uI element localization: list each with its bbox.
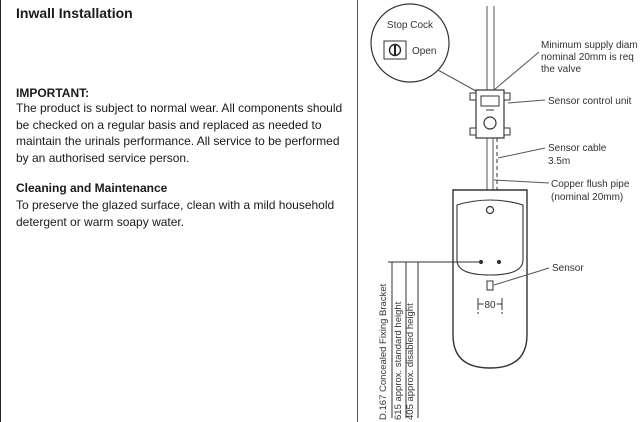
stop-cock-title: Stop Cock — [387, 20, 434, 31]
dimension-80-label: 80 — [484, 300, 496, 311]
copper-flush-pipe — [486, 138, 494, 192]
supply-callout-line1: Minimum supply diam — [541, 40, 638, 51]
important-body: The product is subject to normal wear. A… — [16, 101, 343, 165]
sensor-window — [486, 280, 494, 291]
supply-callout-line2: nominal 20mm is req — [541, 52, 634, 63]
stop-cock-state: Open — [412, 46, 436, 57]
panel-divider — [357, 0, 358, 422]
sensor-control-unit-label: Sensor control unit — [548, 96, 632, 107]
cleaning-body: To preserve the glazed surface, clean wi… — [16, 198, 335, 229]
dimension-80 — [477, 298, 503, 316]
sensor-label: Sensor — [552, 263, 584, 274]
page-title: Inwall Installation — [16, 5, 133, 21]
height-dimensions — [388, 261, 481, 418]
sensor-cable-length: 3.5m — [548, 156, 570, 167]
copper-pipe-label: Copper flush pipe — [551, 179, 630, 190]
disabled-height-label: 405 approx. disabled height — [405, 303, 416, 420]
cleaning-heading: Cleaning and Maintenance — [16, 181, 168, 195]
standard-height-label: 615 approx. standard height — [393, 301, 404, 420]
urinal — [452, 189, 528, 369]
stop-cock-callout: Stop Cock Open — [370, 3, 486, 97]
valve-handle-icon — [388, 43, 402, 57]
supply-callout-line3: the valve — [541, 64, 581, 75]
bracket-label: D.167 Concealed Fixing Bracket — [378, 283, 389, 420]
important-heading: IMPORTANT: — [16, 86, 90, 100]
copper-pipe-size: (nominal 20mm) — [551, 192, 623, 203]
callout-leaders — [493, 51, 550, 286]
sensor-cable-label: Sensor cable — [548, 143, 607, 154]
sensor-control-unit — [469, 89, 511, 139]
supply-pipe — [486, 6, 495, 92]
left-border — [0, 0, 1, 422]
